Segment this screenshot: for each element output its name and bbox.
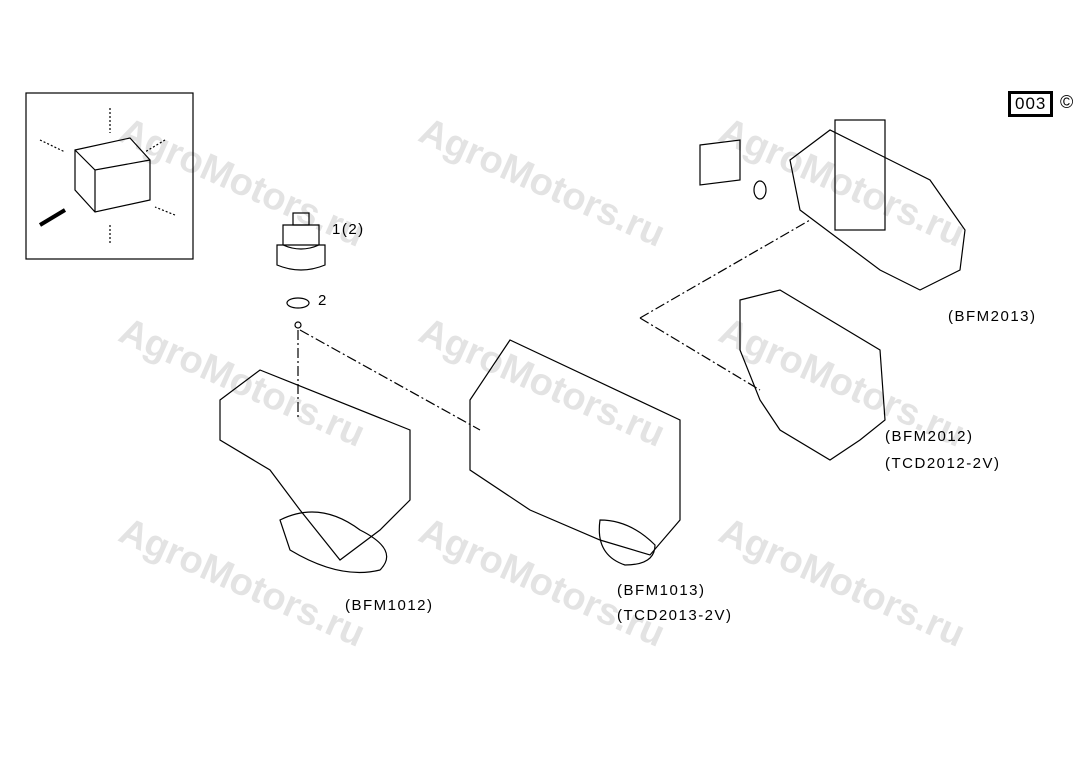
housing-bfm2013: [699, 119, 966, 291]
label-bfm1013: (BFM1013): [617, 582, 706, 599]
dash-dot-leader: [297, 219, 811, 431]
pressure-sensor: [276, 212, 326, 329]
housing-bfm1013: [469, 339, 681, 566]
housing-bfm1012: [219, 369, 411, 574]
label-bfm2012: (BFM2012): [885, 428, 974, 445]
callout-part-1: 1(2): [332, 221, 365, 238]
copyright-symbol: ©: [1060, 92, 1074, 112]
page-code-box: 003: [1008, 91, 1054, 117]
label-tcd2012: (TCD2012-2V): [885, 455, 1001, 472]
label-bfm2013: (BFM2013): [948, 308, 1037, 325]
housing-bfm2012: [739, 289, 886, 461]
label-bfm1012: (BFM1012): [345, 597, 434, 614]
orientation-inset: [25, 92, 194, 260]
callout-part-2: 2: [318, 292, 328, 309]
label-tcd2013: (TCD2013-2V): [617, 607, 733, 624]
